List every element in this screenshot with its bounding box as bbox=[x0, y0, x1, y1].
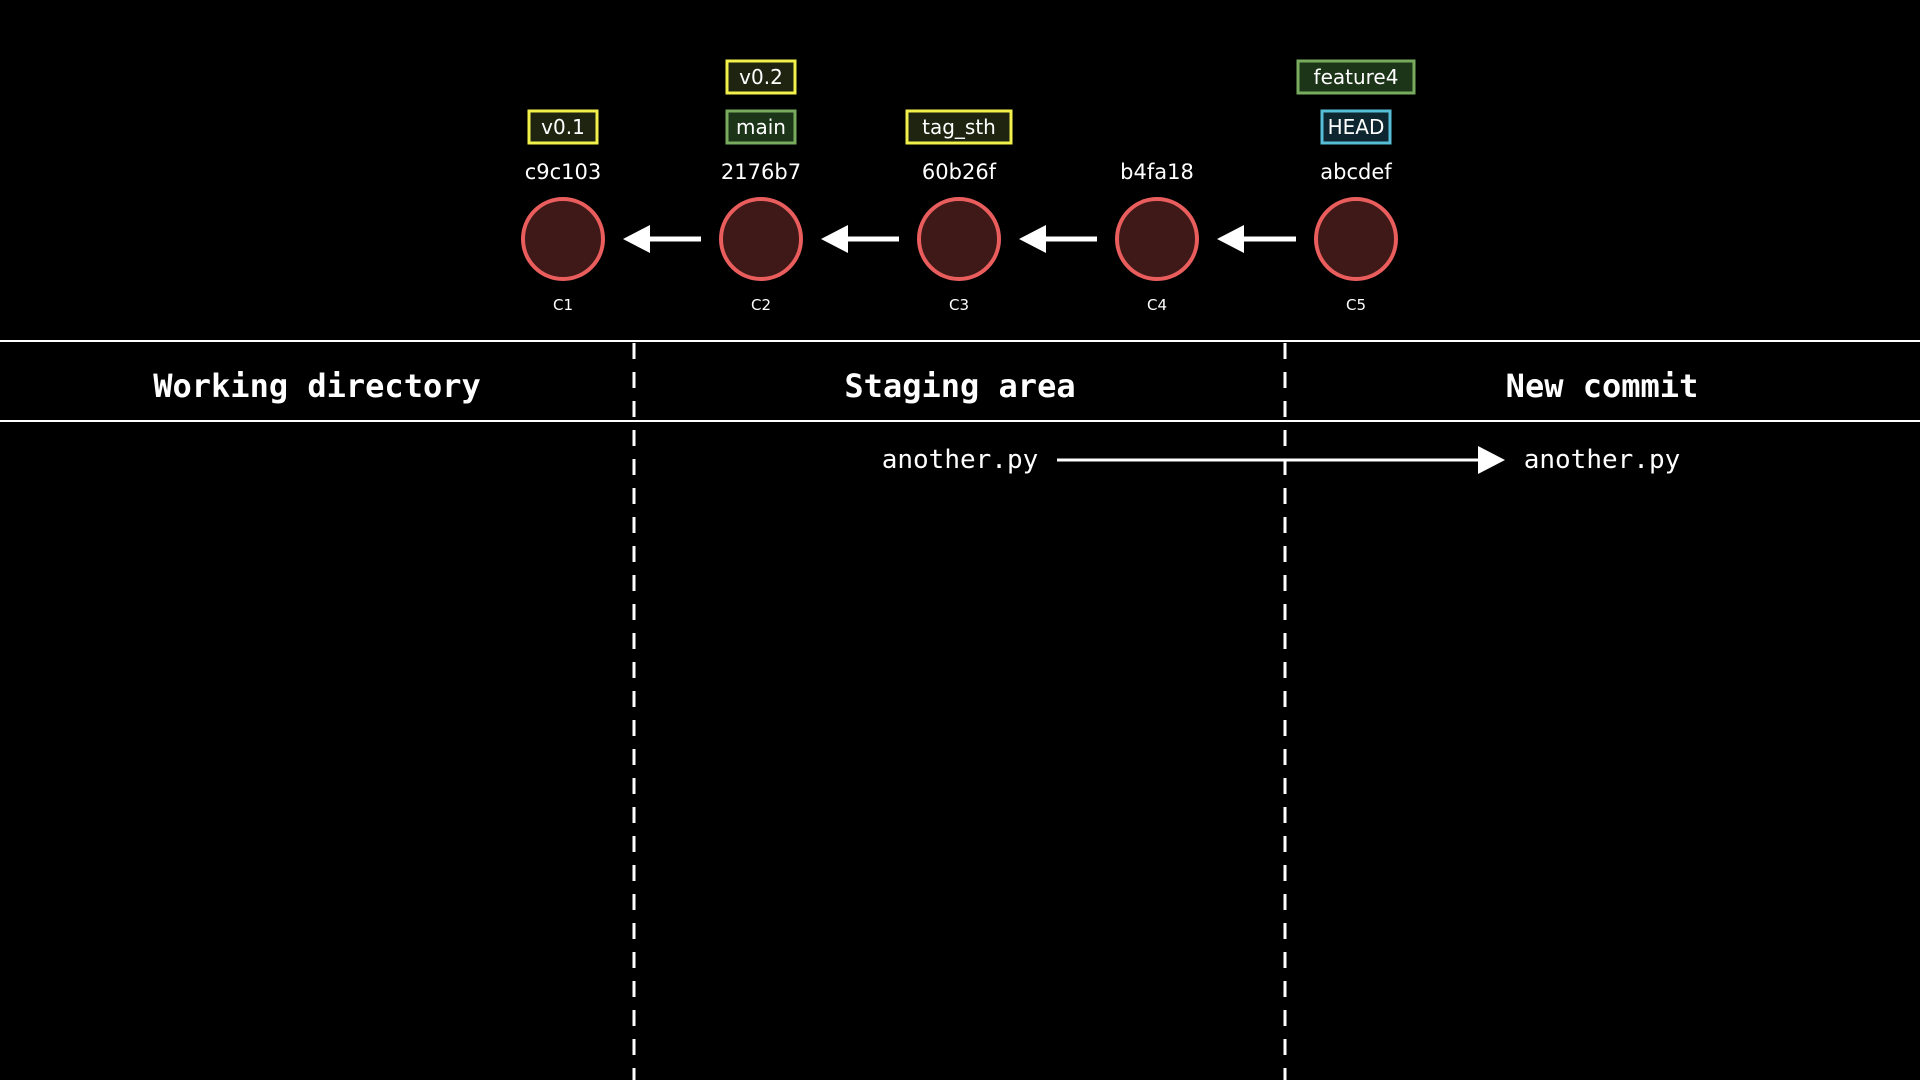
commit-hash: c9c103 bbox=[525, 160, 602, 184]
ref-label-box bbox=[725, 59, 797, 95]
commit-id: C2 bbox=[751, 296, 771, 314]
staged-file: another.py bbox=[882, 445, 1039, 475]
commit-hash: abcdef bbox=[1320, 160, 1392, 184]
commit-id: C1 bbox=[553, 296, 573, 314]
ref-label-tag: v0.1 bbox=[541, 115, 585, 139]
ref-label-box bbox=[725, 109, 797, 145]
ref-label-box bbox=[1320, 109, 1392, 145]
column-header-staging-area: Staging area bbox=[844, 367, 1075, 405]
commit-node bbox=[719, 197, 803, 281]
ref-label-head: HEAD bbox=[1328, 115, 1385, 139]
ref-label-box bbox=[1296, 59, 1416, 95]
parent-arrow-head bbox=[821, 225, 848, 253]
commit-hash: b4fa18 bbox=[1120, 160, 1194, 184]
column-header-working-directory: Working directory bbox=[153, 367, 481, 405]
commit-node bbox=[1115, 197, 1199, 281]
commit-id: C3 bbox=[949, 296, 969, 314]
ref-label-tag: tag_sth bbox=[922, 115, 996, 139]
commit-node bbox=[1314, 197, 1398, 281]
commit-hash: 2176b7 bbox=[721, 160, 801, 184]
ref-label-branch: feature4 bbox=[1314, 65, 1399, 89]
ref-label-tag: v0.2 bbox=[739, 65, 783, 89]
parent-arrow-head bbox=[1019, 225, 1046, 253]
commit-id: C5 bbox=[1346, 296, 1366, 314]
ref-label-box bbox=[527, 109, 599, 145]
parent-arrow-head bbox=[623, 225, 650, 253]
ref-label-box bbox=[905, 109, 1013, 145]
column-header-new-commit: New commit bbox=[1506, 367, 1699, 405]
commit-hash: 60b26f bbox=[922, 160, 997, 184]
ref-label-branch: main bbox=[736, 115, 786, 139]
committed-file: another.py bbox=[1524, 445, 1681, 475]
transfer-arrow-head bbox=[1478, 446, 1505, 474]
commit-id: C4 bbox=[1147, 296, 1167, 314]
parent-arrow-head bbox=[1217, 225, 1244, 253]
commit-node bbox=[521, 197, 605, 281]
commit-node bbox=[917, 197, 1001, 281]
